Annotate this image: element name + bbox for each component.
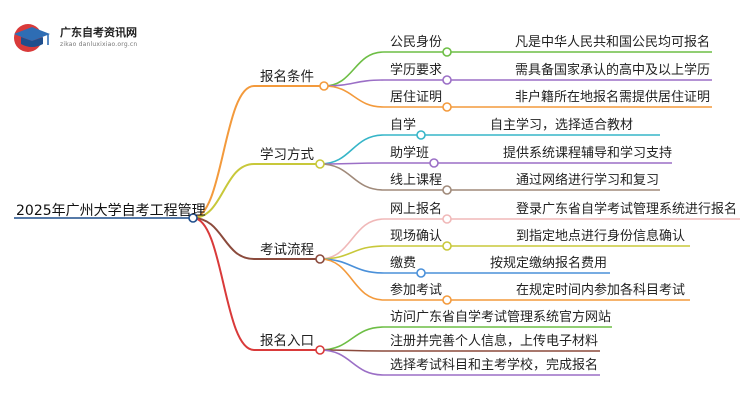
leaf-connector-4-1 [319, 326, 385, 351]
detail-label-3-2: 到指定地点进行身份信息确认 [516, 229, 686, 244]
leaf-connector-2-3 [319, 163, 385, 191]
logo-subtitle: zikao danluxixiao.org.cn [60, 40, 138, 48]
detail-label-2-1: 自主学习，选择适合教材 [490, 118, 634, 133]
leaf-connector-3-1 [319, 218, 385, 260]
leaf-label-3-2: 现场确认 [390, 229, 443, 244]
leaf-label-1-1: 公民身份 [390, 35, 443, 50]
leaf-node-3-1 [442, 214, 452, 224]
detail-label-1-1: 凡是中华人民共和国公民均可报名 [515, 35, 711, 50]
detail-label-3-1: 登录广东省自学考试管理系统进行报名 [516, 202, 738, 217]
root-node [188, 213, 198, 223]
leaf-node-3-4 [442, 295, 452, 305]
leaf-label-2-2: 助学班 [390, 146, 430, 161]
branch-connector-4 [192, 217, 255, 351]
branch-label-4: 报名入口 [260, 333, 314, 349]
leaf-label-4-2: 注册并完善个人信息，上传电子材料 [390, 334, 599, 349]
detail-label-2-2: 提供系统课程辅导和学习支持 [503, 146, 673, 161]
root-topic: 2025年广州大学自考工程管理 [16, 203, 206, 219]
site-logo: 广东自考资讯网 zikao danluxixiao.org.cn [8, 20, 137, 54]
leaf-connector-2-1 [319, 134, 385, 165]
leaf-node-1-2 [442, 75, 452, 85]
leaf-label-4-1: 访问广东省自学考试管理系统官方网站 [390, 310, 612, 325]
leaf-connector-1-3 [323, 85, 385, 108]
leaf-label-3-3: 缴费 [390, 256, 417, 271]
branch-node-2 [315, 159, 325, 169]
detail-label-2-3: 通过网络进行学习和复习 [516, 173, 660, 188]
leaf-label-4-3: 选择考试科目和主考学校，完成报名 [390, 358, 599, 373]
branch-connector-1 [192, 85, 255, 219]
detail-label-3-4: 在规定时间内参加各科目考试 [516, 283, 686, 298]
leaf-node-2-2 [429, 158, 439, 168]
graduation-cap-logo-icon [14, 24, 50, 52]
logo-title: 广东自考资讯网 [60, 25, 137, 39]
leaf-label-3-4: 参加考试 [390, 283, 443, 298]
branch-node-3 [315, 254, 325, 264]
branch-label-2: 学习方式 [260, 147, 314, 163]
leaf-connector-3-4 [319, 258, 385, 301]
branch-node-1 [319, 81, 329, 91]
leaf-node-1-3 [442, 102, 452, 112]
detail-label-1-3: 非户籍所在地报名需提供居住证明 [515, 90, 711, 105]
detail-label-3-3: 按规定缴纳报名费用 [490, 256, 608, 271]
leaf-label-2-3: 线上课程 [390, 173, 443, 188]
detail-label-1-2: 需具备国家承认的高中及以上学历 [515, 63, 711, 78]
branch-node-4 [315, 345, 325, 355]
leaf-label-3-1: 网上报名 [390, 202, 443, 217]
leaf-node-3-3 [416, 268, 426, 278]
leaf-connector-1-2 [323, 79, 385, 87]
leaf-node-2-1 [416, 130, 426, 140]
branch-label-3: 考试流程 [260, 242, 314, 258]
branch-connector-3 [192, 217, 255, 260]
leaf-node-1-1 [442, 47, 452, 57]
leaf-node-3-2 [442, 241, 452, 251]
leaf-node-2-3 [442, 185, 452, 195]
leaf-label-1-2: 学历要求 [390, 63, 443, 78]
leaf-label-1-3: 居住证明 [390, 90, 443, 105]
branch-connector-2 [192, 163, 255, 219]
branch-label-1: 报名条件 [260, 69, 314, 85]
leaf-connector-4-3 [319, 349, 385, 376]
leaf-label-2-1: 自学 [390, 118, 417, 133]
